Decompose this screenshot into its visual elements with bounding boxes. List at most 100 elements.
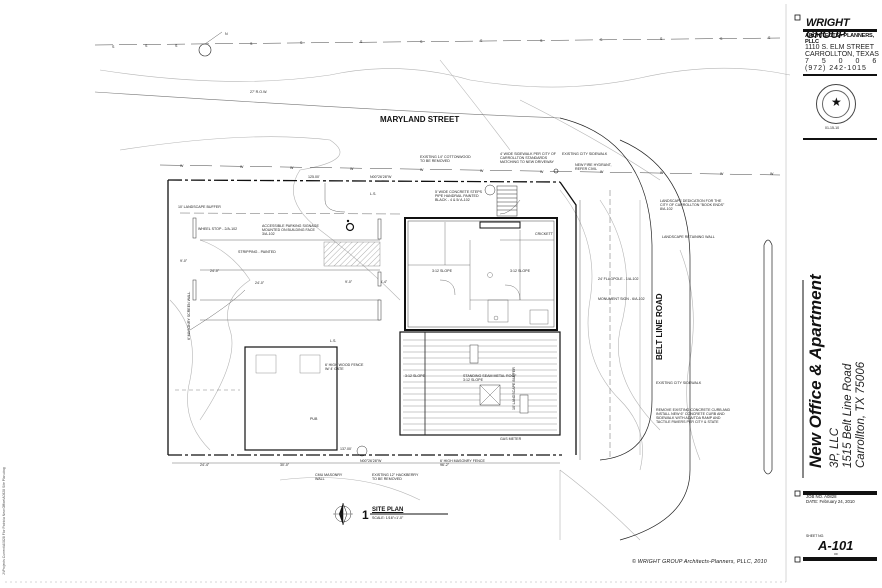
svg-text:S: S [112, 45, 115, 49]
sheet-number-label: SHEET NO. [806, 534, 825, 538]
svg-text:W: W [770, 172, 774, 176]
drawing-title: SITE PLAN [372, 507, 404, 513]
svg-text:ACCESSIBLE PARKING SIGNAGE: ACCESSIBLE PARKING SIGNAGE [262, 224, 319, 228]
sheet-number: A-101 [818, 538, 854, 553]
svg-text:WALL: WALL [315, 477, 325, 481]
svg-text:S: S [600, 38, 603, 42]
sheet-of: OF [834, 552, 839, 556]
svg-text:TO BE REMOVED: TO BE REMOVED [372, 477, 402, 481]
svg-text:125.00': 125.00' [308, 175, 320, 179]
firm-phone: (972) 242-1015 [805, 65, 867, 72]
divider [803, 29, 877, 32]
svg-text:137.00': 137.00' [340, 447, 352, 451]
svg-text:6' MASONRY SCREEN WALL: 6' MASONRY SCREEN WALL [187, 292, 191, 340]
file-path-note: J:\Projects Current\A0828 Flor Patricia … [2, 467, 6, 575]
svg-text:S: S [250, 42, 253, 46]
svg-text:6' HIGH WOOD FENCE: 6' HIGH WOOD FENCE [325, 363, 364, 367]
svg-text:S: S [145, 44, 148, 48]
svg-text:EXISTING 12" HACKBERRY: EXISTING 12" HACKBERRY [372, 473, 419, 477]
svg-text:TO BE REMOVED: TO BE REMOVED [420, 159, 450, 163]
svg-text:SIDEWALK WITH ADA/TDA RAMP AND: SIDEWALK WITH ADA/TDA RAMP AND [656, 416, 721, 420]
svg-text:REMOVE EXISTING CONCRETE CURB: REMOVE EXISTING CONCRETE CURB AND [656, 408, 730, 412]
svg-text:REFER CIVIL: REFER CIVIL [575, 167, 597, 171]
divider [803, 74, 877, 76]
architect-seal-icon: ★ [816, 84, 856, 124]
contour-lines [99, 59, 791, 541]
svg-text:24'-4": 24'-4" [200, 463, 210, 467]
svg-text:6' HIGH MASONRY FENCE: 6' HIGH MASONRY FENCE [440, 459, 485, 463]
svg-text:STRIPPING - PAINTED: STRIPPING - PAINTED [238, 250, 276, 254]
firm-address-2: CARROLLTON, TEXAS [805, 51, 879, 58]
firm-subtitle: ARCHITECTS - PLANNERS, PLLC [805, 33, 874, 45]
svg-text:W/ 4' GATE: W/ 4' GATE [325, 367, 344, 371]
project-owner: 3P, LLC [829, 427, 841, 468]
apartment-roof [399, 331, 561, 436]
svg-text:S: S [540, 39, 543, 43]
svg-text:3:12 SLOPE: 3:12 SLOPE [432, 269, 453, 273]
svg-text:MONUMENT SIGN - 6/A-102: MONUMENT SIGN - 6/A-102 [598, 297, 645, 301]
svg-text:EXISTING 14" COTTONWOOD: EXISTING 14" COTTONWOOD [420, 155, 471, 159]
firm-address-1: 1110 S. ELM STREET [805, 44, 874, 51]
seal-date: 01-15-10 [825, 126, 840, 130]
svg-text:4' WIDE SIDEWALK PER CITY OF: 4' WIDE SIDEWALK PER CITY OF [500, 152, 557, 156]
svg-text:96'-2": 96'-2" [440, 463, 450, 467]
svg-text:S: S [768, 36, 771, 40]
svg-text:INSTALL NEW 6" CONCRETE CURB A: INSTALL NEW 6" CONCRETE CURB AND [656, 412, 725, 416]
svg-text:TACTILE PAVERS PER CITY & STAT: TACTILE PAVERS PER CITY & STATE [656, 420, 719, 424]
svg-text:W: W [420, 168, 424, 172]
svg-text:W: W [290, 166, 294, 170]
svg-text:10' LANDSCAPE BUFFER: 10' LANDSCAPE BUFFER [512, 367, 516, 410]
copyright-notice: © WRIGHT GROUP Architects-Planners, PLLC… [632, 559, 767, 565]
svg-text:3/A-102: 3/A-102 [262, 232, 275, 236]
divider [803, 557, 877, 561]
svg-text:WHEEL STOP - 2/A-102: WHEEL STOP - 2/A-102 [198, 227, 237, 231]
project-address-1: 1515 Belt Line Road [842, 363, 854, 468]
svg-text:S: S [480, 39, 483, 43]
svg-text:STANDING SEAM METAL ROOF: STANDING SEAM METAL ROOF [463, 374, 517, 378]
svg-text:W: W [600, 170, 604, 174]
svg-text:GAS METER: GAS METER [500, 437, 522, 441]
svg-text:S: S [175, 44, 178, 48]
svg-text:W: W [180, 164, 184, 168]
drawing-scale: SCALE: 1/16"=1'-0" [372, 516, 404, 520]
svg-text:3:12 SLOPE: 3:12 SLOPE [463, 378, 484, 382]
svg-text:W: W [240, 165, 244, 169]
drawing-number: 1 [362, 508, 369, 522]
svg-text:5'-4": 5'-4" [380, 280, 388, 284]
svg-text:9'-0": 9'-0" [345, 280, 353, 284]
svg-text:S: S [300, 41, 303, 45]
divider [803, 138, 877, 140]
svg-text:5' WIDE CONCRETE STEPS: 5' WIDE CONCRETE STEPS [435, 190, 483, 194]
svg-text:W: W [720, 172, 724, 176]
svg-text:PIPE HANDRAIL PAINTED: PIPE HANDRAIL PAINTED [435, 194, 479, 198]
project-name: New Office & Apartment [806, 274, 825, 468]
svg-text:24' FLAGPOLE - 1/A-102: 24' FLAGPOLE - 1/A-102 [598, 277, 638, 281]
svg-text:MOUNTED ON BUILDING FACE: MOUNTED ON BUILDING FACE [262, 228, 316, 232]
svg-text:CMU MASONRY: CMU MASONRY [315, 473, 343, 477]
svg-text:N: N [225, 32, 228, 36]
svg-text:MATCHING TO NEW DRIVEWAY: MATCHING TO NEW DRIVEWAY [500, 160, 555, 164]
svg-text:L.S.: L.S. [330, 339, 336, 343]
svg-text:8/A-102: 8/A-102 [660, 207, 673, 211]
job-date: DATE: February 24, 2010 [806, 498, 855, 504]
project-address-2: Carrollton, TX 75006 [855, 361, 867, 468]
svg-text:NEW FIRE HYDRANT,: NEW FIRE HYDRANT, [575, 163, 612, 167]
svg-text:W: W [660, 171, 664, 175]
svg-text:30'-0": 30'-0" [280, 463, 290, 467]
svg-text:10' LANDSCAPE BUFFER: 10' LANDSCAPE BUFFER [178, 205, 221, 209]
svg-text:BLACK - 4 & 5/ A-102: BLACK - 4 & 5/ A-102 [435, 198, 470, 202]
svg-text:N00°26'28"W: N00°26'28"W [360, 459, 382, 463]
street-label-belt-line: BELT LINE ROAD [655, 293, 664, 360]
building-footprint: 3:12 SLOPE 3:12 SLOPE CRICKETT [404, 217, 558, 331]
svg-text:27' R.O.W.: 27' R.O.W. [250, 90, 267, 94]
svg-text:3:12 SLOPE: 3:12 SLOPE [405, 374, 426, 378]
svg-text:PUB: PUB [310, 417, 318, 421]
svg-text:CITY OF CARROLLTON "BOOK ENDS": CITY OF CARROLLTON "BOOK ENDS" [660, 203, 725, 207]
svg-text:L.S.: L.S. [370, 192, 376, 196]
svg-text:24'-0": 24'-0" [210, 269, 220, 273]
street-label-maryland: MARYLAND STREET [380, 115, 459, 124]
belt-line-curb [559, 117, 653, 461]
svg-text:CARROLLTON STANDARDS: CARROLLTON STANDARDS [500, 156, 548, 160]
svg-text:N00°26'28"W: N00°26'28"W [370, 175, 392, 179]
